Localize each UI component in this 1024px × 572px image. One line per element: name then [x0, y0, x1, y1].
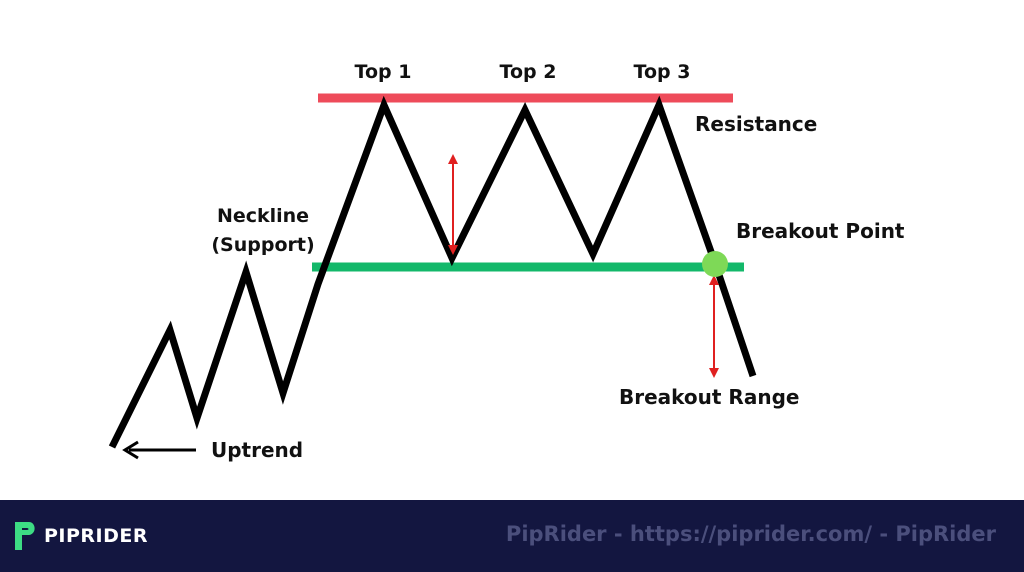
footer-bar: PIPRIDER PipRider - https://piprider.com…	[0, 500, 1024, 572]
watermark-text: PipRider - https://piprider.com/ - PipRi…	[505, 522, 996, 546]
price-path	[108, 95, 757, 449]
top-3-label: Top 3	[634, 61, 691, 83]
uptrend-label: Uptrend	[211, 438, 303, 462]
uptrend-arrow-head	[122, 440, 139, 460]
top-1-label: Top 1	[355, 61, 412, 83]
breakout-point-marker	[702, 251, 728, 277]
resistance-label: Resistance	[695, 112, 817, 136]
breakout-point-label: Breakout Point	[736, 219, 905, 243]
triple-top-diagram: Top 1 Top 2 Top 3 Resistance Neckline (S…	[108, 61, 905, 462]
brand-logo: PIPRIDER	[12, 518, 148, 554]
breakout-range-label: Breakout Range	[619, 385, 799, 409]
neckline-label: Neckline	[217, 205, 309, 227]
piprider-logo-icon	[15, 522, 35, 550]
support-label: (Support)	[211, 234, 314, 256]
brand-name: PIPRIDER	[44, 525, 149, 547]
top-2-label: Top 2	[500, 61, 557, 83]
